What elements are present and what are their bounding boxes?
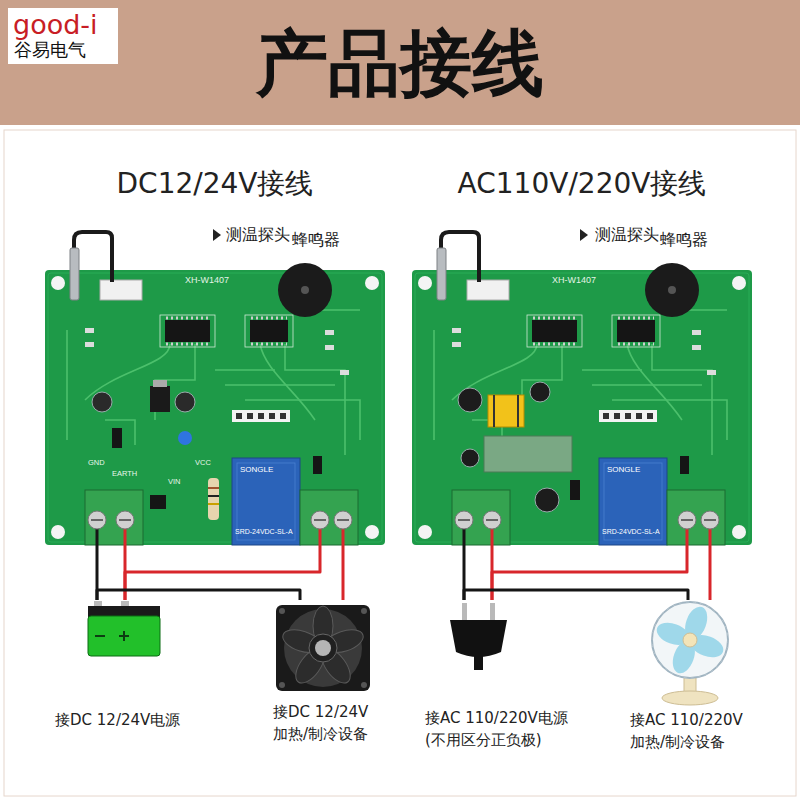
- ac-board-art-part: [493, 395, 495, 427]
- section-heading: DC12/24V接线: [45, 164, 385, 205]
- header-band: [0, 0, 800, 125]
- ac-board-art: [412, 229, 752, 545]
- dc-battery-part: [88, 616, 160, 656]
- wire: [97, 590, 300, 600]
- ac-plug: [450, 603, 507, 670]
- dc-battery-part: [123, 631, 125, 641]
- silkscreen-text: EARTH: [112, 470, 137, 478]
- wire-segment: [342, 545, 345, 600]
- device-caption: 接AC 110/220V电源 (不用区分正负极): [425, 708, 577, 752]
- ac-fan-part: [652, 602, 728, 678]
- wire: [343, 545, 344, 600]
- ac-fan-part: [652, 602, 728, 678]
- device-caption: 接AC 110/220V 加热/制冷设备: [630, 710, 754, 754]
- dc-board-art-part: [178, 431, 192, 445]
- header-band-part: [8, 8, 118, 64]
- silkscreen-text: GND: [88, 459, 105, 467]
- part-label: 蜂鸣器: [660, 231, 708, 249]
- dc-board-art-part: [175, 392, 195, 412]
- ac-fan: [652, 602, 728, 705]
- dc-fan-part: [361, 682, 367, 688]
- ac-board-art-part: [437, 229, 588, 300]
- dc-board-art-part: [208, 503, 219, 505]
- relay-marking: SRD-24VDC-SL-A: [602, 528, 660, 536]
- wire: [97, 545, 125, 600]
- page-title: 产品接线: [120, 20, 680, 106]
- dc-fan-part: [279, 608, 285, 614]
- power-plug: 接AC 110/220V电源 (不用区分正负极): [425, 600, 615, 758]
- part-label: 测温探头: [226, 226, 290, 244]
- dc-fan-part: [309, 634, 337, 662]
- ac-board-art-part: [461, 449, 479, 467]
- dc-fan-part: [361, 608, 367, 614]
- dc-battery: [88, 601, 160, 656]
- wire: [125, 545, 320, 600]
- wire: [710, 545, 711, 600]
- ac-fan-part: [683, 633, 697, 647]
- relay-marking: SRD-24VDC-SL-A: [235, 528, 293, 536]
- dc-fan-part: [315, 640, 331, 656]
- circuit-board: DC12/24V接线: [45, 270, 385, 545]
- wire: [464, 590, 688, 600]
- dc-board-art-part: [150, 495, 166, 509]
- dc-board-art-part: [112, 428, 122, 448]
- device-caption: 接DC 12/24V 加热/制冷设备: [273, 702, 379, 746]
- dc-board-art-part: [70, 229, 221, 300]
- dc-board-art-part: [150, 386, 170, 412]
- wire-segment: [97, 590, 300, 600]
- wire-segment: [709, 545, 712, 600]
- power-source: 接DC 12/24V电源: [50, 600, 220, 750]
- dc-board-art-part: [92, 392, 112, 412]
- dc-fan: [276, 605, 370, 691]
- wire-segment: [125, 545, 320, 600]
- section-heading: AC110V/220V接线: [412, 164, 752, 205]
- ac-board-art-part: [517, 395, 519, 427]
- wire: [492, 545, 687, 600]
- logo-text: 谷易电气: [14, 40, 86, 60]
- ac-fan-part: [662, 691, 718, 705]
- dc-fan-part: [279, 682, 285, 688]
- ac-board-art-part: [412, 263, 752, 545]
- dc-fan-part: [276, 605, 370, 691]
- ac-board-art-part: [530, 382, 550, 402]
- silkscreen-text: XH-W1407: [185, 276, 229, 286]
- wire-segment: [492, 545, 687, 600]
- dc-battery-part: [95, 635, 105, 637]
- ac-board-art-part: [570, 480, 580, 500]
- ac-board-art-part: [488, 395, 524, 427]
- part-label: 测温探头: [595, 226, 659, 244]
- ac-board-art-part: [458, 388, 482, 412]
- dc-board-art-part: [153, 380, 167, 387]
- load-device: 接DC 12/24V 加热/制冷设备: [265, 600, 415, 752]
- relay-marking: SONGLE: [240, 466, 273, 475]
- dc-board-art-part: [208, 487, 219, 489]
- circuit-board: AC110V/220V接线: [412, 270, 752, 545]
- part-label: 蜂鸣器: [292, 231, 340, 249]
- ac-board-art-part: [484, 436, 572, 472]
- logo-text: good-i: [13, 10, 98, 40]
- ac-board-art-part: [535, 488, 559, 512]
- dc-board-art-part: [45, 263, 385, 545]
- silkscreen-text: XH-W1407: [552, 276, 596, 286]
- header-band-part: [0, 0, 800, 125]
- dc-board-art-part: [208, 495, 219, 497]
- relay-marking: SONGLE: [607, 466, 640, 475]
- silkscreen-text: VCC: [195, 459, 211, 467]
- content-frame: [4, 130, 796, 796]
- dc-board-art: [45, 229, 385, 545]
- device-caption: 接DC 12/24V电源: [55, 710, 215, 732]
- dc-board-art-part: [208, 478, 219, 520]
- silkscreen-text: VIN: [168, 478, 181, 486]
- ac-plug-part: [474, 655, 483, 670]
- wire-segment: [464, 590, 688, 600]
- load-device: 接AC 110/220V 加热/制冷设备: [620, 600, 790, 760]
- ac-plug-part: [450, 620, 507, 657]
- wire: [464, 545, 492, 600]
